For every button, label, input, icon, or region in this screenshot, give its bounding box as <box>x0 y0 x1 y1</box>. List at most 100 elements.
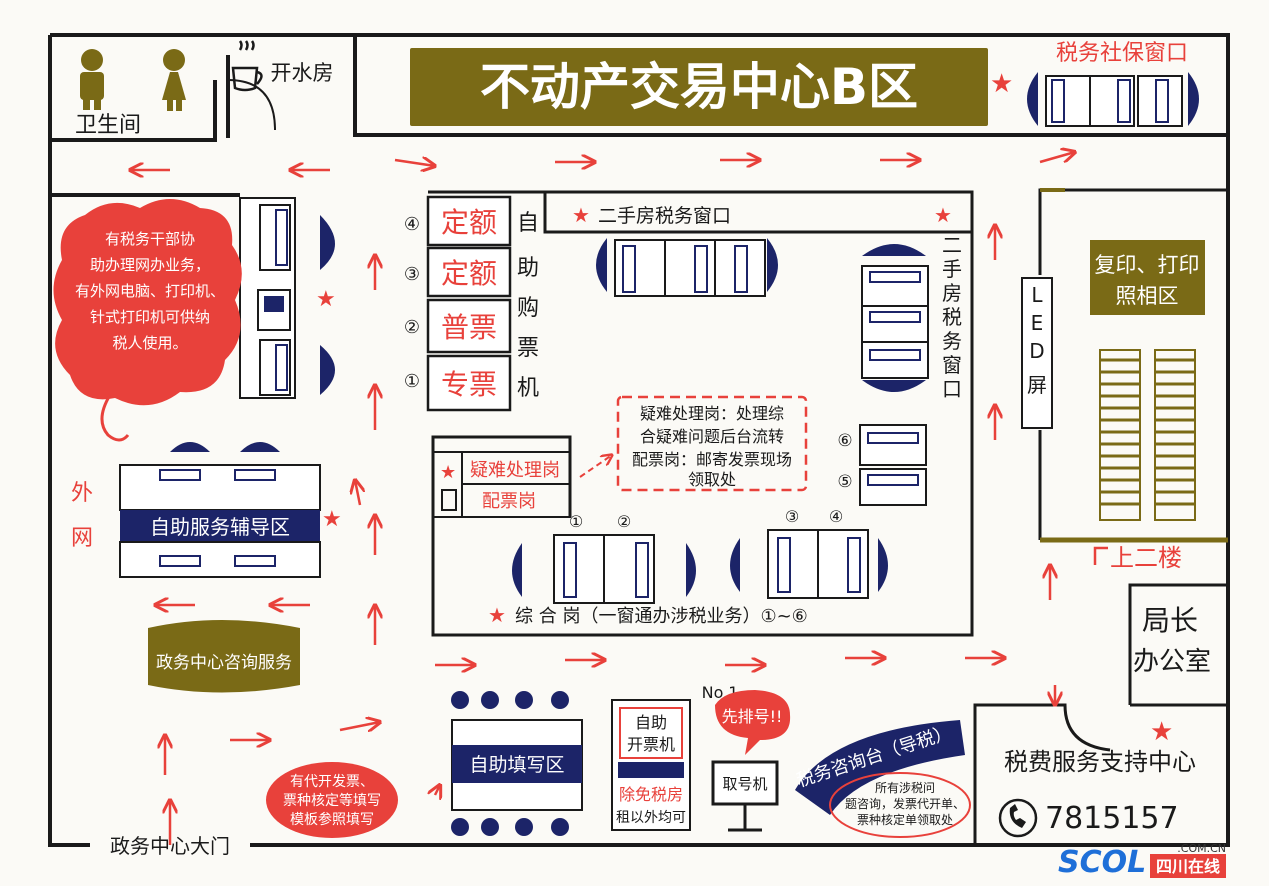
svg-text:有税务干部协: 有税务干部协 <box>105 230 195 248</box>
star-icon: ★ <box>934 203 952 227</box>
machine-label: 定额 <box>441 257 497 290</box>
director-office-label: 局长 <box>1142 604 1198 637</box>
led-screen: L E D 屏 <box>1021 277 1053 429</box>
svg-text:E: E <box>1031 311 1044 335</box>
difficult-post-label: 疑难处理岗 <box>470 460 560 481</box>
machine-label: 定额 <box>441 206 497 239</box>
svg-text:配票岗：邮寄发票现场: 配票岗：邮寄发票现场 <box>632 450 792 469</box>
svg-text:务: 务 <box>942 329 962 353</box>
machine-row-1: 专票 ① <box>404 354 512 412</box>
svg-text:购: 购 <box>517 296 539 321</box>
tax-social-window-label: 税务社保窗口 <box>1056 41 1188 66</box>
restroom: 卫生间 <box>75 49 186 138</box>
consult-service: 政务中心咨询服务 <box>148 620 300 693</box>
title-banner: 不动产交易中心B区 <box>410 48 988 126</box>
counter-num: ② <box>617 512 631 531</box>
counters-5-6 <box>859 424 927 506</box>
svg-text:票: 票 <box>517 336 539 361</box>
svg-text:票种核定等填写: 票种核定等填写 <box>283 792 381 809</box>
star-icon: ★ <box>440 462 456 483</box>
left-counter-column <box>239 197 335 399</box>
svg-text:票种核定单领取处: 票种核定单领取处 <box>857 812 953 827</box>
tax-social-desks <box>1027 72 1199 127</box>
svg-text:有外网电脑、打印机、: 有外网电脑、打印机、 <box>75 282 225 300</box>
stairs <box>1099 349 1196 521</box>
outer-net-label: 网 <box>71 526 93 551</box>
phone-icon <box>998 798 1038 838</box>
svg-text:房: 房 <box>942 281 962 305</box>
cloud-note: 有税务干部协 助办理网办业务， 有外网电脑、打印机、 针式打印机可供纳 税人使用… <box>53 199 242 442</box>
machine-row-4: 定额 ④ <box>404 195 512 247</box>
copy-print-zone: 复印、打印 照相区 <box>1090 240 1205 315</box>
queue-bubble-label: 先排号!! <box>722 707 783 726</box>
page-title: 不动产交易中心B区 <box>480 58 918 116</box>
machine-num: ④ <box>404 214 420 235</box>
svg-text:口: 口 <box>942 377 962 401</box>
star-icon: ★ <box>322 507 342 532</box>
counter-num: ③ <box>785 507 799 526</box>
outer-walls <box>48 33 1230 847</box>
star-icon: ★ <box>316 287 336 312</box>
machine-label: 专票 <box>441 368 497 401</box>
svg-text:合疑难问题后台流转: 合疑难问题后台流转 <box>640 427 784 446</box>
counters-1-2 <box>512 534 696 604</box>
consult-service-label: 政务中心咨询服务 <box>156 653 292 673</box>
svg-text:照相区: 照相区 <box>1116 284 1179 308</box>
second-hand-window-top-label: 二手房税务窗口 <box>598 205 731 227</box>
counter-num: ④ <box>829 507 843 526</box>
director-office-label: 办公室 <box>1133 647 1211 677</box>
svg-text:税人使用。: 税人使用。 <box>112 334 187 352</box>
water-room: 开水房 <box>231 40 334 92</box>
logo-brand: SCOL <box>1058 845 1146 880</box>
posts-note: 疑难处理岗：处理综 合疑难问题后台流转 配票岗：邮寄发票现场 领取处 <box>616 395 808 492</box>
svg-text:复印、打印: 复印、打印 <box>1095 253 1200 277</box>
queue-machine-label: 取号机 <box>722 775 767 793</box>
counter-num: ⑥ <box>837 431 852 451</box>
queue-machine: No.1 先排号!! 取号机 <box>702 683 791 832</box>
service-center-label: 税费服务支持中心 <box>1004 748 1196 776</box>
machine-num: ② <box>404 317 420 338</box>
gate-label: 政务中心大门 <box>110 834 230 858</box>
self-guide-zone: 自助服务辅导区 <box>119 442 321 578</box>
flow-arrows <box>130 152 1075 845</box>
svg-text:有代开发票、: 有代开发票、 <box>290 774 374 790</box>
svg-text:题咨询，发票代开单、: 题咨询，发票代开单、 <box>845 796 965 811</box>
svg-text:.COM.CN: .COM.CN <box>1177 842 1226 855</box>
svg-text:助办理网办业务，: 助办理网办业务， <box>90 256 210 274</box>
cup-icon <box>231 40 263 92</box>
second-hand-desks-top <box>596 238 778 297</box>
water-room-label: 开水房 <box>271 61 334 85</box>
consult-desk: 税务咨询台（导税） 所有涉税问 题咨询，发票代开单、 票种核定单领取处 <box>794 720 971 838</box>
svg-text:疑难处理岗：处理综: 疑难处理岗：处理综 <box>640 404 784 423</box>
machine-label: 普票 <box>441 311 497 344</box>
second-hand-window-side-label: 二 手 房 税 务 窗 口 <box>942 233 962 401</box>
self-fill-zone-label: 自助填写区 <box>469 754 564 776</box>
ticket-machines: 定额 ④ 定额 ③ 普票 ② 专票 ① 自 助 购 票 机 <box>404 195 539 412</box>
note-pointer <box>579 455 612 478</box>
svg-text:L: L <box>1031 283 1043 307</box>
counter-num: ⑤ <box>837 472 852 492</box>
svg-text:所有涉税问: 所有涉税问 <box>875 781 935 795</box>
central-block <box>428 190 974 637</box>
svg-text:D: D <box>1029 339 1044 363</box>
svg-text:租以外均可: 租以外均可 <box>616 810 686 826</box>
svg-text:自助: 自助 <box>635 713 667 732</box>
scol-logo: .COM.CN SCOL 四川在线 <box>1058 842 1226 880</box>
outer-net-label: 外 <box>71 481 93 506</box>
upstairs-label: 上二楼 <box>1110 544 1182 572</box>
star-icon: ★ <box>572 203 590 227</box>
svg-text:除免税房: 除免税房 <box>619 785 683 804</box>
counters-3-4 <box>730 529 888 599</box>
svg-text:领取处: 领取处 <box>688 470 736 489</box>
fill-note: 有代开发票、 票种核定等填写 模板参照填写 <box>266 762 398 838</box>
second-hand-desks-side <box>861 244 929 392</box>
star-icon: ★ <box>990 69 1013 99</box>
upstairs-arrow <box>1093 546 1108 565</box>
machine-num: ③ <box>404 264 420 285</box>
svg-text:助: 助 <box>517 256 539 281</box>
svg-text:手: 手 <box>942 257 962 281</box>
star-icon: ★ <box>488 603 506 627</box>
ticket-post-label: 配票岗 <box>482 491 536 512</box>
svg-text:模板参照填写: 模板参照填写 <box>290 811 374 828</box>
invoice-machine: 自助 开票机 除免税房 租以外均可 <box>611 699 691 831</box>
